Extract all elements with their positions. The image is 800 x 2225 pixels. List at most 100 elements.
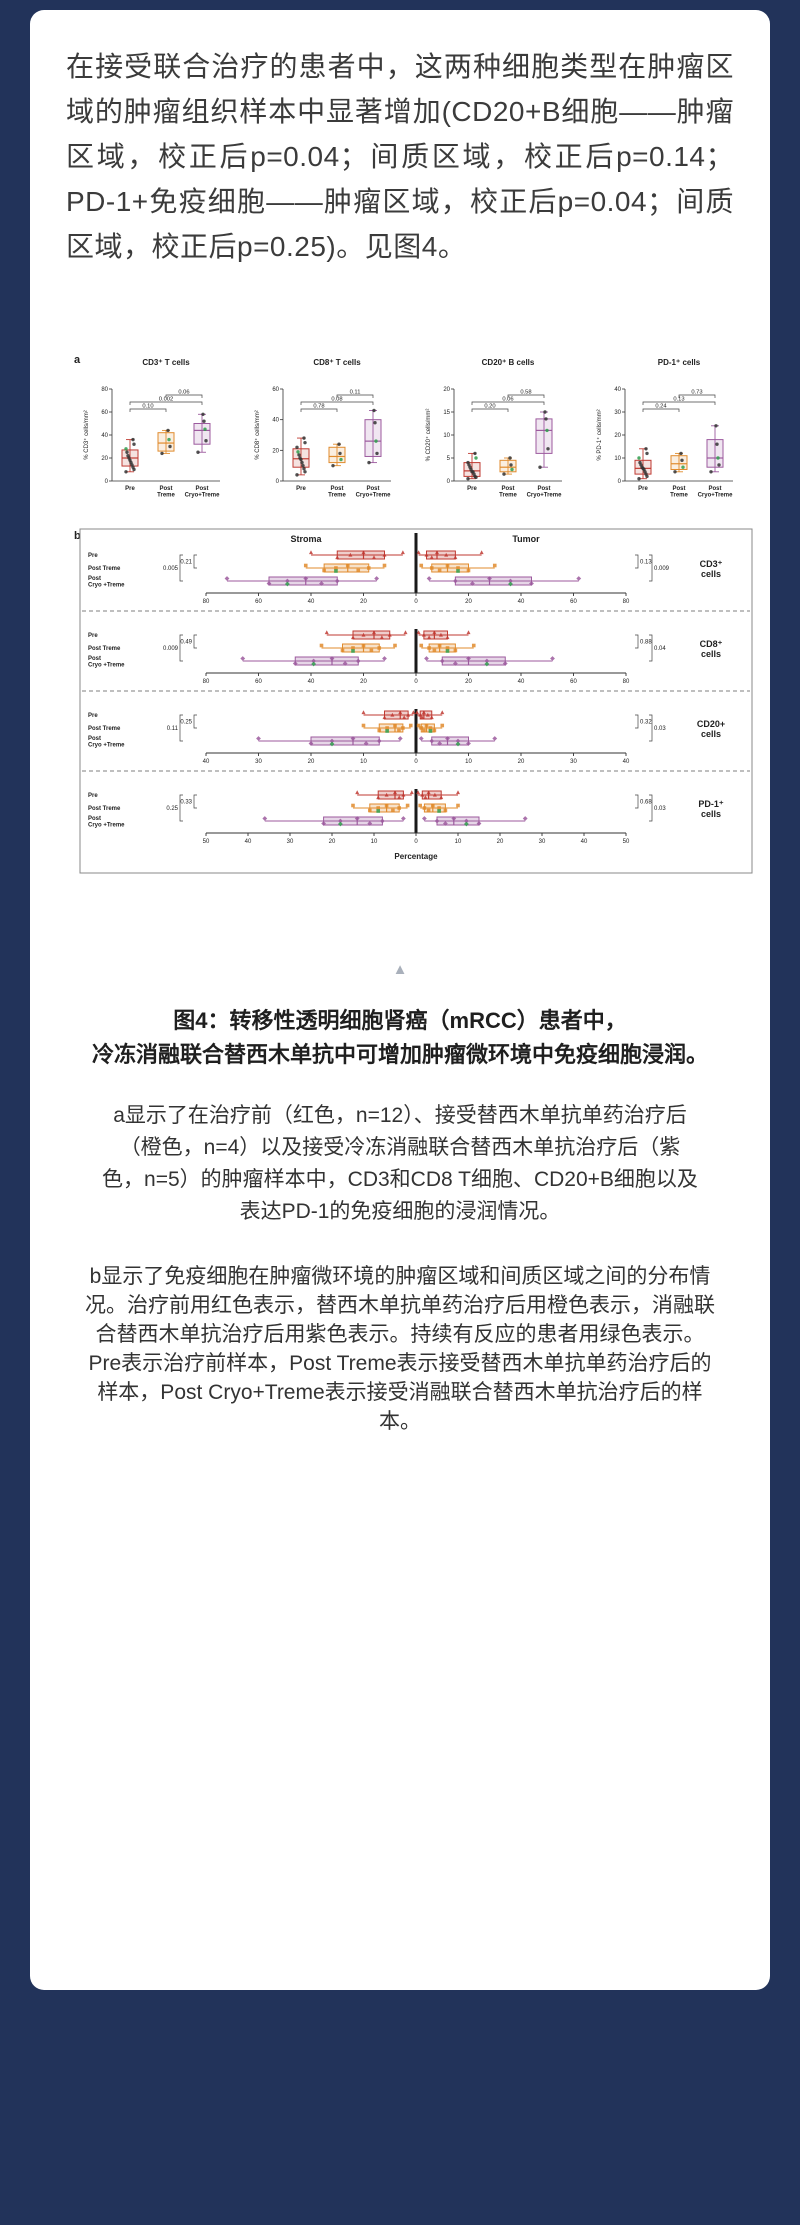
svg-text:60: 60	[272, 387, 279, 393]
svg-text:0.49: 0.49	[180, 640, 192, 646]
svg-text:80: 80	[203, 679, 210, 685]
svg-text:Pre: Pre	[125, 486, 135, 492]
svg-text:a: a	[74, 354, 81, 366]
svg-text:Percentage: Percentage	[394, 852, 438, 861]
figure-caption-line-2: 冷冻消融联合替西木单抗中可增加肿瘤微环境中免疫细胞浸润。	[91, 1042, 708, 1067]
svg-text:10: 10	[455, 839, 462, 845]
svg-text:15: 15	[443, 410, 450, 416]
svg-text:20: 20	[101, 456, 108, 462]
svg-text:% CD8⁺ cells/mm²: % CD8⁺ cells/mm²	[254, 410, 261, 460]
svg-text:40: 40	[245, 839, 252, 845]
svg-text:20: 20	[272, 448, 279, 454]
svg-text:Post: Post	[672, 486, 685, 492]
svg-text:20: 20	[443, 387, 450, 393]
panel-a-description: a显示了在治疗前（红色，n=12）、接受替西木单抗单药治疗后（橙色，n=4）以及…	[102, 1104, 698, 1223]
figure-caption-line-1: 图4：转移性透明细胞肾癌（mRCC）患者中，	[173, 1008, 627, 1033]
svg-text:0.06: 0.06	[502, 397, 513, 403]
svg-text:cells: cells	[701, 649, 721, 659]
svg-text:CD8⁺: CD8⁺	[700, 639, 723, 649]
svg-text:Pre: Pre	[88, 553, 98, 559]
svg-text:Cryo +Treme: Cryo +Treme	[88, 743, 125, 749]
svg-text:60: 60	[570, 679, 577, 685]
svg-text:0.08: 0.08	[331, 397, 342, 403]
svg-text:0.009: 0.009	[163, 646, 179, 652]
svg-text:80: 80	[203, 599, 210, 605]
svg-text:0.002: 0.002	[159, 397, 174, 403]
svg-text:cells: cells	[701, 569, 721, 579]
svg-text:10: 10	[443, 433, 450, 439]
svg-text:60: 60	[255, 599, 262, 605]
svg-text:0: 0	[414, 839, 418, 845]
svg-text:Post: Post	[88, 816, 101, 822]
svg-text:Pre: Pre	[467, 486, 477, 492]
svg-text:Cryo+Treme: Cryo+Treme	[698, 493, 734, 499]
svg-text:CD20+: CD20+	[697, 719, 725, 729]
svg-text:80: 80	[623, 679, 630, 685]
svg-text:0.20: 0.20	[484, 404, 495, 410]
svg-text:0.005: 0.005	[163, 566, 179, 572]
svg-text:40: 40	[101, 433, 108, 439]
svg-text:Post: Post	[88, 736, 101, 742]
collapse-arrow-icon[interactable]: ▲	[392, 961, 408, 978]
svg-text:0.13: 0.13	[640, 560, 652, 566]
svg-text:0.78: 0.78	[313, 404, 324, 410]
article-card: 在接受联合治疗的患者中，这两种细胞类型在肿瘤区域的肿瘤组织样本中显著增加(CD2…	[30, 10, 770, 1990]
svg-text:Post: Post	[88, 656, 101, 662]
svg-text:Post: Post	[708, 486, 721, 492]
svg-text:0.009: 0.009	[654, 566, 670, 572]
svg-text:40: 40	[623, 759, 630, 765]
svg-text:40: 40	[272, 418, 279, 424]
svg-text:Pre: Pre	[638, 486, 648, 492]
svg-text:30: 30	[539, 839, 546, 845]
svg-text:80: 80	[623, 599, 630, 605]
svg-text:Post: Post	[501, 486, 514, 492]
svg-text:Pre: Pre	[88, 633, 98, 639]
svg-text:10: 10	[371, 839, 378, 845]
svg-text:60: 60	[101, 410, 108, 416]
svg-text:20: 20	[329, 839, 336, 845]
svg-text:80: 80	[101, 387, 108, 393]
svg-text:0: 0	[414, 679, 418, 685]
intro-paragraph: 在接受联合治疗的患者中，这两种细胞类型在肿瘤区域的肿瘤组织样本中显著增加(CD2…	[66, 51, 734, 262]
svg-text:20: 20	[614, 433, 621, 439]
svg-text:0: 0	[618, 479, 622, 485]
svg-text:50: 50	[203, 839, 210, 845]
svg-text:Post Treme: Post Treme	[88, 646, 121, 652]
svg-text:Post Treme: Post Treme	[88, 566, 121, 572]
svg-text:0.21: 0.21	[180, 560, 192, 566]
svg-text:0.32: 0.32	[640, 720, 652, 726]
svg-text:Treme: Treme	[157, 493, 175, 499]
svg-text:Treme: Treme	[670, 493, 688, 499]
svg-text:40: 40	[581, 839, 588, 845]
svg-text:Cryo +Treme: Cryo +Treme	[88, 823, 125, 829]
svg-text:0.10: 0.10	[142, 404, 153, 410]
svg-text:0: 0	[447, 479, 451, 485]
svg-text:0.24: 0.24	[655, 404, 667, 410]
svg-text:30: 30	[570, 759, 577, 765]
svg-text:0: 0	[414, 599, 418, 605]
svg-text:20: 20	[360, 679, 367, 685]
svg-text:5: 5	[447, 456, 451, 462]
svg-text:Cryo+Treme: Cryo+Treme	[356, 493, 392, 499]
svg-text:0.11: 0.11	[167, 726, 179, 732]
svg-text:0.06: 0.06	[178, 390, 189, 396]
svg-text:0.03: 0.03	[654, 806, 666, 812]
svg-text:% PD-1⁺ cells/mm²: % PD-1⁺ cells/mm²	[596, 409, 603, 460]
svg-text:60: 60	[255, 679, 262, 685]
svg-text:Cryo+Treme: Cryo+Treme	[527, 493, 563, 499]
svg-text:40: 40	[308, 679, 315, 685]
svg-text:0.73: 0.73	[691, 390, 702, 396]
svg-text:Pre: Pre	[88, 793, 98, 799]
svg-text:40: 40	[203, 759, 210, 765]
svg-text:Pre: Pre	[88, 713, 98, 719]
svg-text:Post: Post	[88, 576, 101, 582]
svg-text:0.13: 0.13	[673, 397, 684, 403]
svg-text:0.25: 0.25	[166, 806, 178, 812]
svg-text:Treme: Treme	[328, 493, 346, 499]
svg-text:0.33: 0.33	[180, 800, 192, 806]
svg-text:Post: Post	[195, 486, 208, 492]
svg-text:Cryo +Treme: Cryo +Treme	[88, 583, 125, 589]
svg-text:30: 30	[614, 410, 621, 416]
